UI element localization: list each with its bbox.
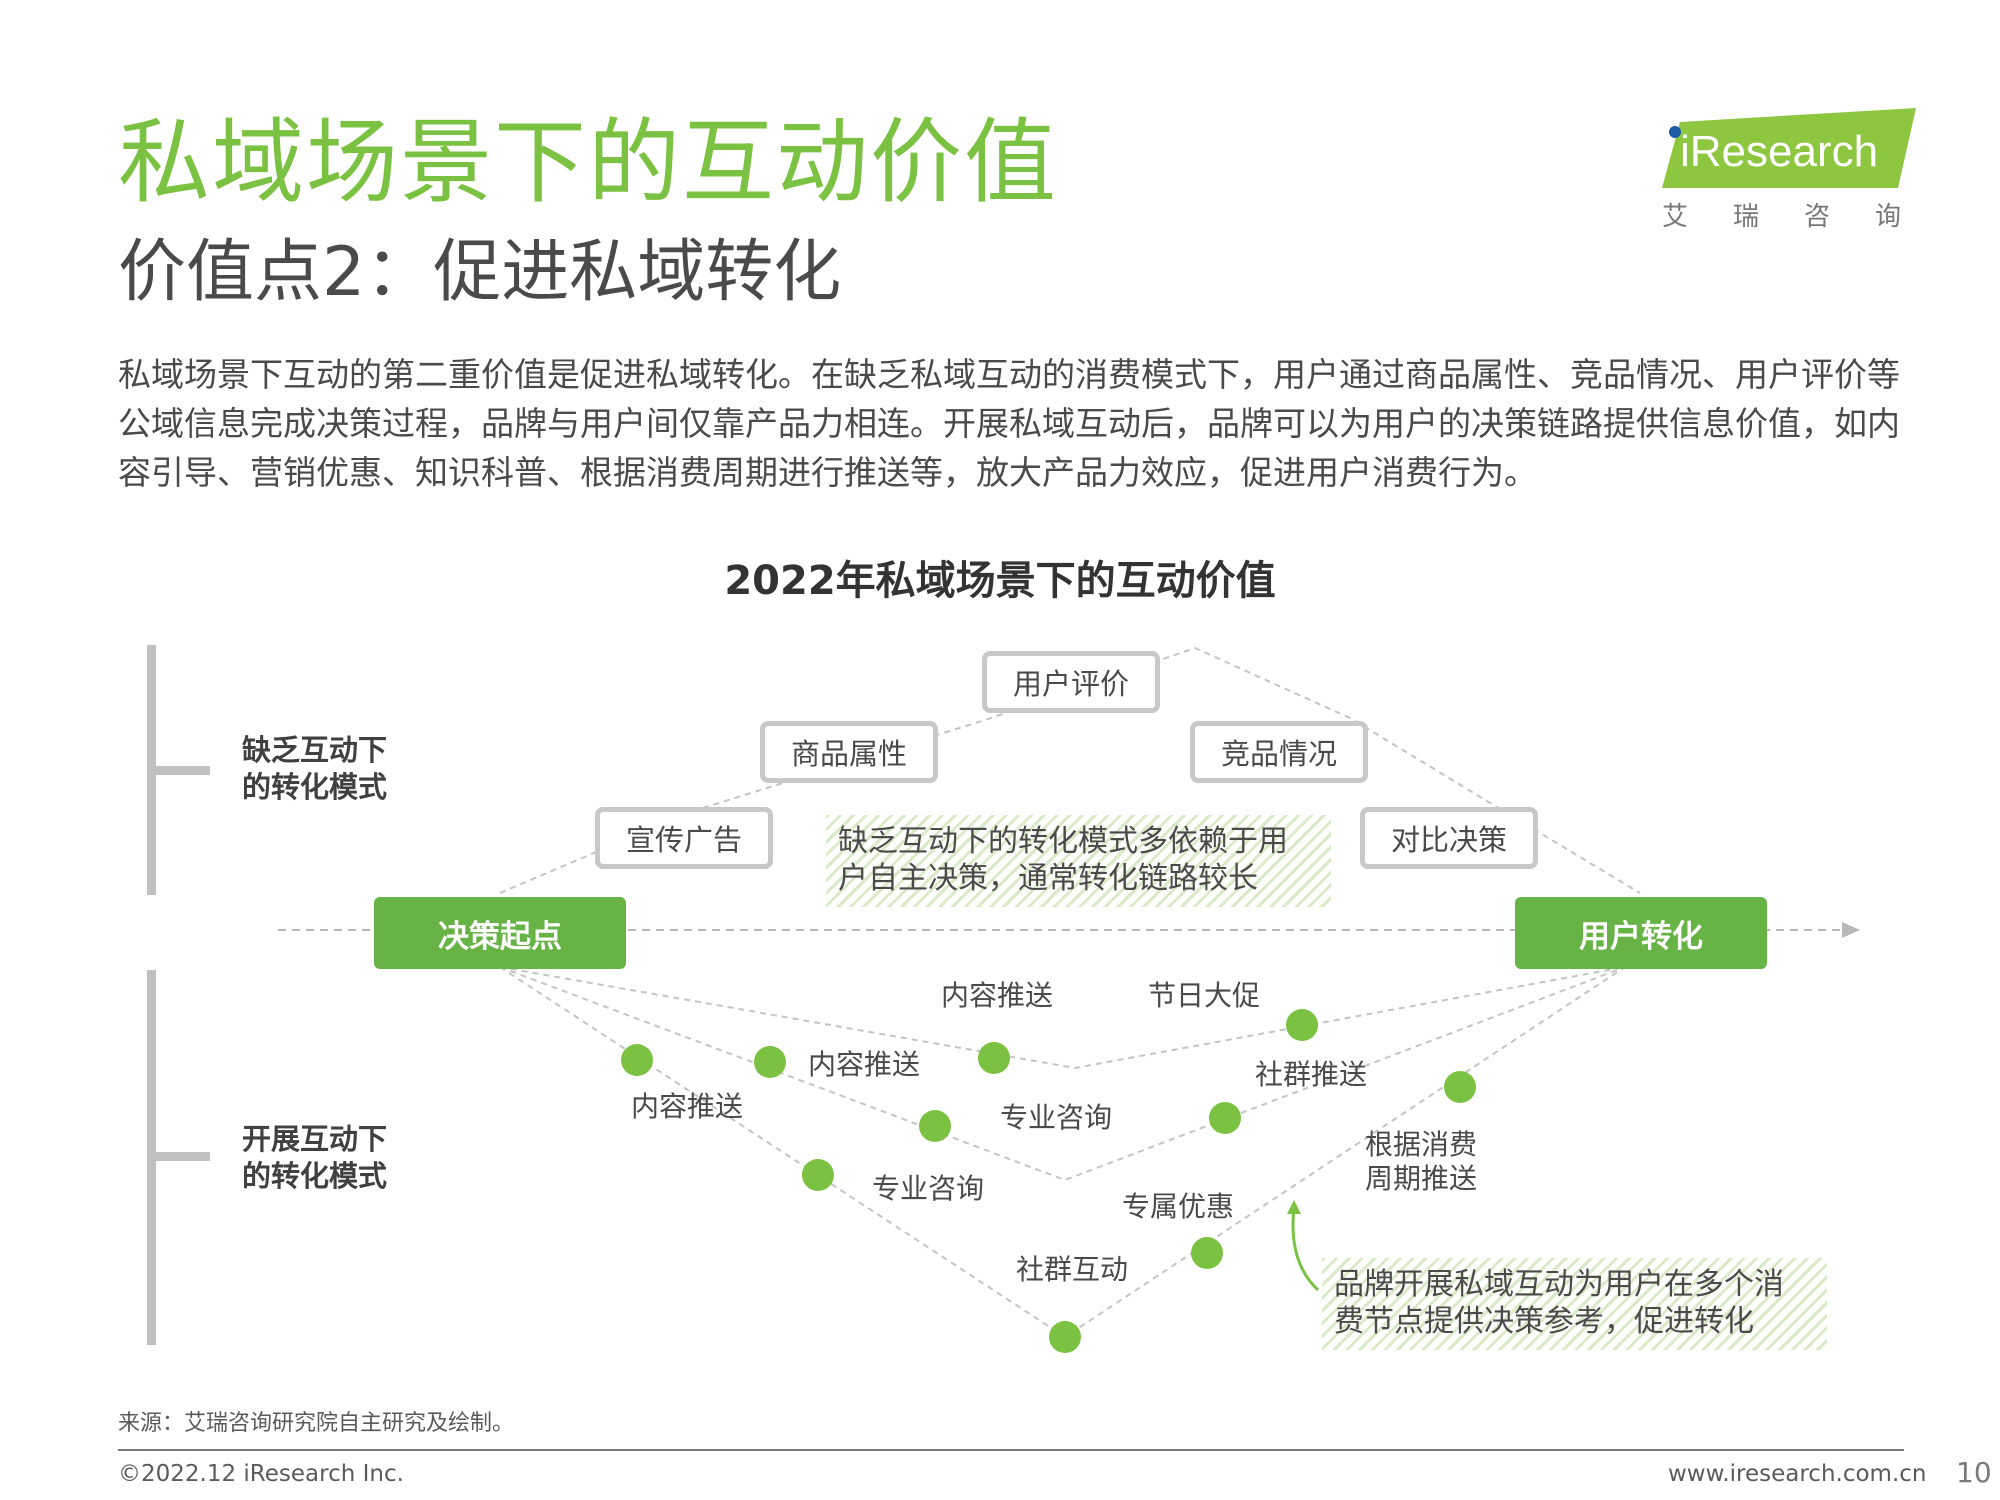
mode-label-line: 的转化模式 [242,770,388,804]
touchpoint-dot [1209,1102,1241,1134]
intro-paragraph: 私域场景下互动的第二重价值是促进私域转化。在缺乏私域互动的消费模式下，用户通过商… [118,355,1900,492]
logo-wordmark: iResearch [1680,127,1878,176]
note-line: 户自主决策，通常转化链路较长 [838,861,1258,896]
website-link[interactable]: www.iresearch.com.cn [1668,1461,1927,1487]
callout-arrow-line [1291,1207,1320,1292]
touchpoint-label: 内容推送 [631,1090,744,1123]
touchpoint-dot [754,1046,786,1078]
node-user-reviews: 用户评价 [982,651,1160,713]
logo-cn-char: 艾 [1662,202,1689,232]
touchpoint-dot [1286,1009,1318,1041]
note-line: 品牌开展私域互动为用户在多个消 [1334,1267,1784,1302]
copyright: ©2022.12 iResearch Inc. [118,1461,404,1487]
touchpoint-label: 社群推送 [1255,1058,1368,1091]
touchpoint-label: 社群互动 [1016,1253,1129,1286]
lower-path-2 [499,966,1626,1182]
touchpoint-label-multiline: 根据消费 周期推送 [1365,1128,1477,1196]
mode-label-line: 的转化模式 [242,1159,388,1193]
page-number: 10 [1956,1456,1992,1489]
touchpoint-label: 节日大促 [1148,979,1261,1012]
note-line: 费节点提供决策参考，促进转化 [1334,1304,1754,1339]
touchpoint-dot [1444,1071,1476,1103]
lower-path-1 [499,966,1626,1070]
node-advertising: 宣传广告 [595,807,773,869]
diagram-title: 2022年私域场景下的互动价值 [724,558,1276,604]
touchpoint-label-line: 根据消费 [1365,1128,1478,1161]
lower-note: 品牌开展私域互动为用户在多个消 费节点提供决策参考，促进转化 [1322,1258,1827,1350]
touchpoint-label: 专业咨询 [1000,1101,1113,1134]
touchpoint-dot [1049,1321,1081,1353]
mode-label-line: 开展互动下 [242,1122,388,1156]
page-subtitle: 价值点2：促进私域转化 [118,233,842,312]
touchpoint-label: 内容推送 [808,1048,921,1081]
note-line: 缺乏互动下的转化模式多依赖于用 [838,824,1288,859]
touchpoint-dot [1191,1237,1223,1269]
axis-arrow-head [1842,922,1860,938]
logo-cn-char: 瑞 [1733,202,1760,232]
logo-cn-char: 咨 [1804,202,1831,232]
footer-divider [118,1449,1904,1451]
touchpoint-label: 专业咨询 [872,1172,985,1205]
touchpoint-dot [978,1042,1010,1074]
logo-cn-char: 询 [1875,202,1902,232]
node-comparison-decision: 对比决策 [1360,807,1538,869]
user-conversion-box: 用户转化 [1515,897,1767,969]
touchpoint-dot [802,1159,834,1191]
mode-label-with-interaction: 开展互动下 的转化模式 [242,1121,387,1195]
bracket-lower [147,970,210,1345]
decision-start-box: 决策起点 [374,897,626,969]
callout-arrow-head [1287,1200,1301,1214]
upper-note: 缺乏互动下的转化模式多依赖于用 户自主决策，通常转化链路较长 [826,815,1331,907]
upper-path-line [499,646,1641,894]
bracket-upper [147,645,210,895]
touchpoint-dot [919,1110,951,1142]
touchpoint-label: 内容推送 [941,979,1054,1012]
node-product-attributes: 商品属性 [760,721,938,783]
node-competitor-info: 竞品情况 [1190,721,1368,783]
touchpoint-label: 专属优惠 [1122,1190,1235,1223]
page-title: 私域场景下的互动价值 [118,109,1059,216]
iresearch-logo: iResearch 艾 瑞 咨 询 [1660,104,1920,232]
touchpoint-dot [621,1044,653,1076]
mode-label-without-interaction: 缺乏互动下 的转化模式 [242,732,387,806]
mode-label-line: 缺乏互动下 [242,733,388,767]
touchpoint-label-line: 周期推送 [1365,1162,1478,1195]
source-note: 来源：艾瑞咨询研究院自主研究及绘制。 [118,1411,515,1436]
